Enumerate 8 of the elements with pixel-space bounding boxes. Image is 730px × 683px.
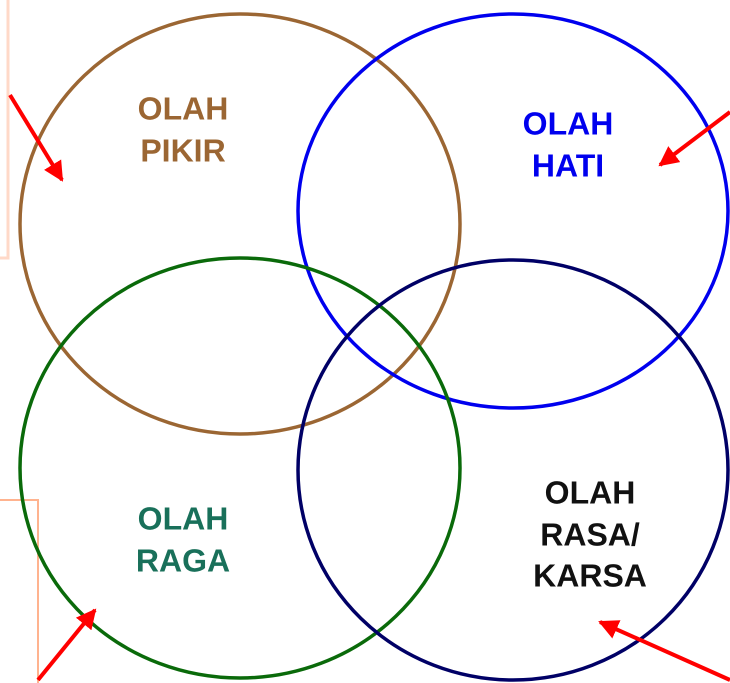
arrow — [36, 608, 97, 682]
circle-label: OLAH PIKIR — [138, 89, 228, 170]
circle-label: OLAH RAGA — [136, 499, 230, 580]
arrow — [598, 620, 730, 682]
arrow — [658, 110, 730, 167]
circle-label: OLAH HATI — [522, 104, 614, 185]
arrow — [8, 94, 64, 182]
circle-label: OLAH RASA/ KARSA — [533, 474, 647, 596]
